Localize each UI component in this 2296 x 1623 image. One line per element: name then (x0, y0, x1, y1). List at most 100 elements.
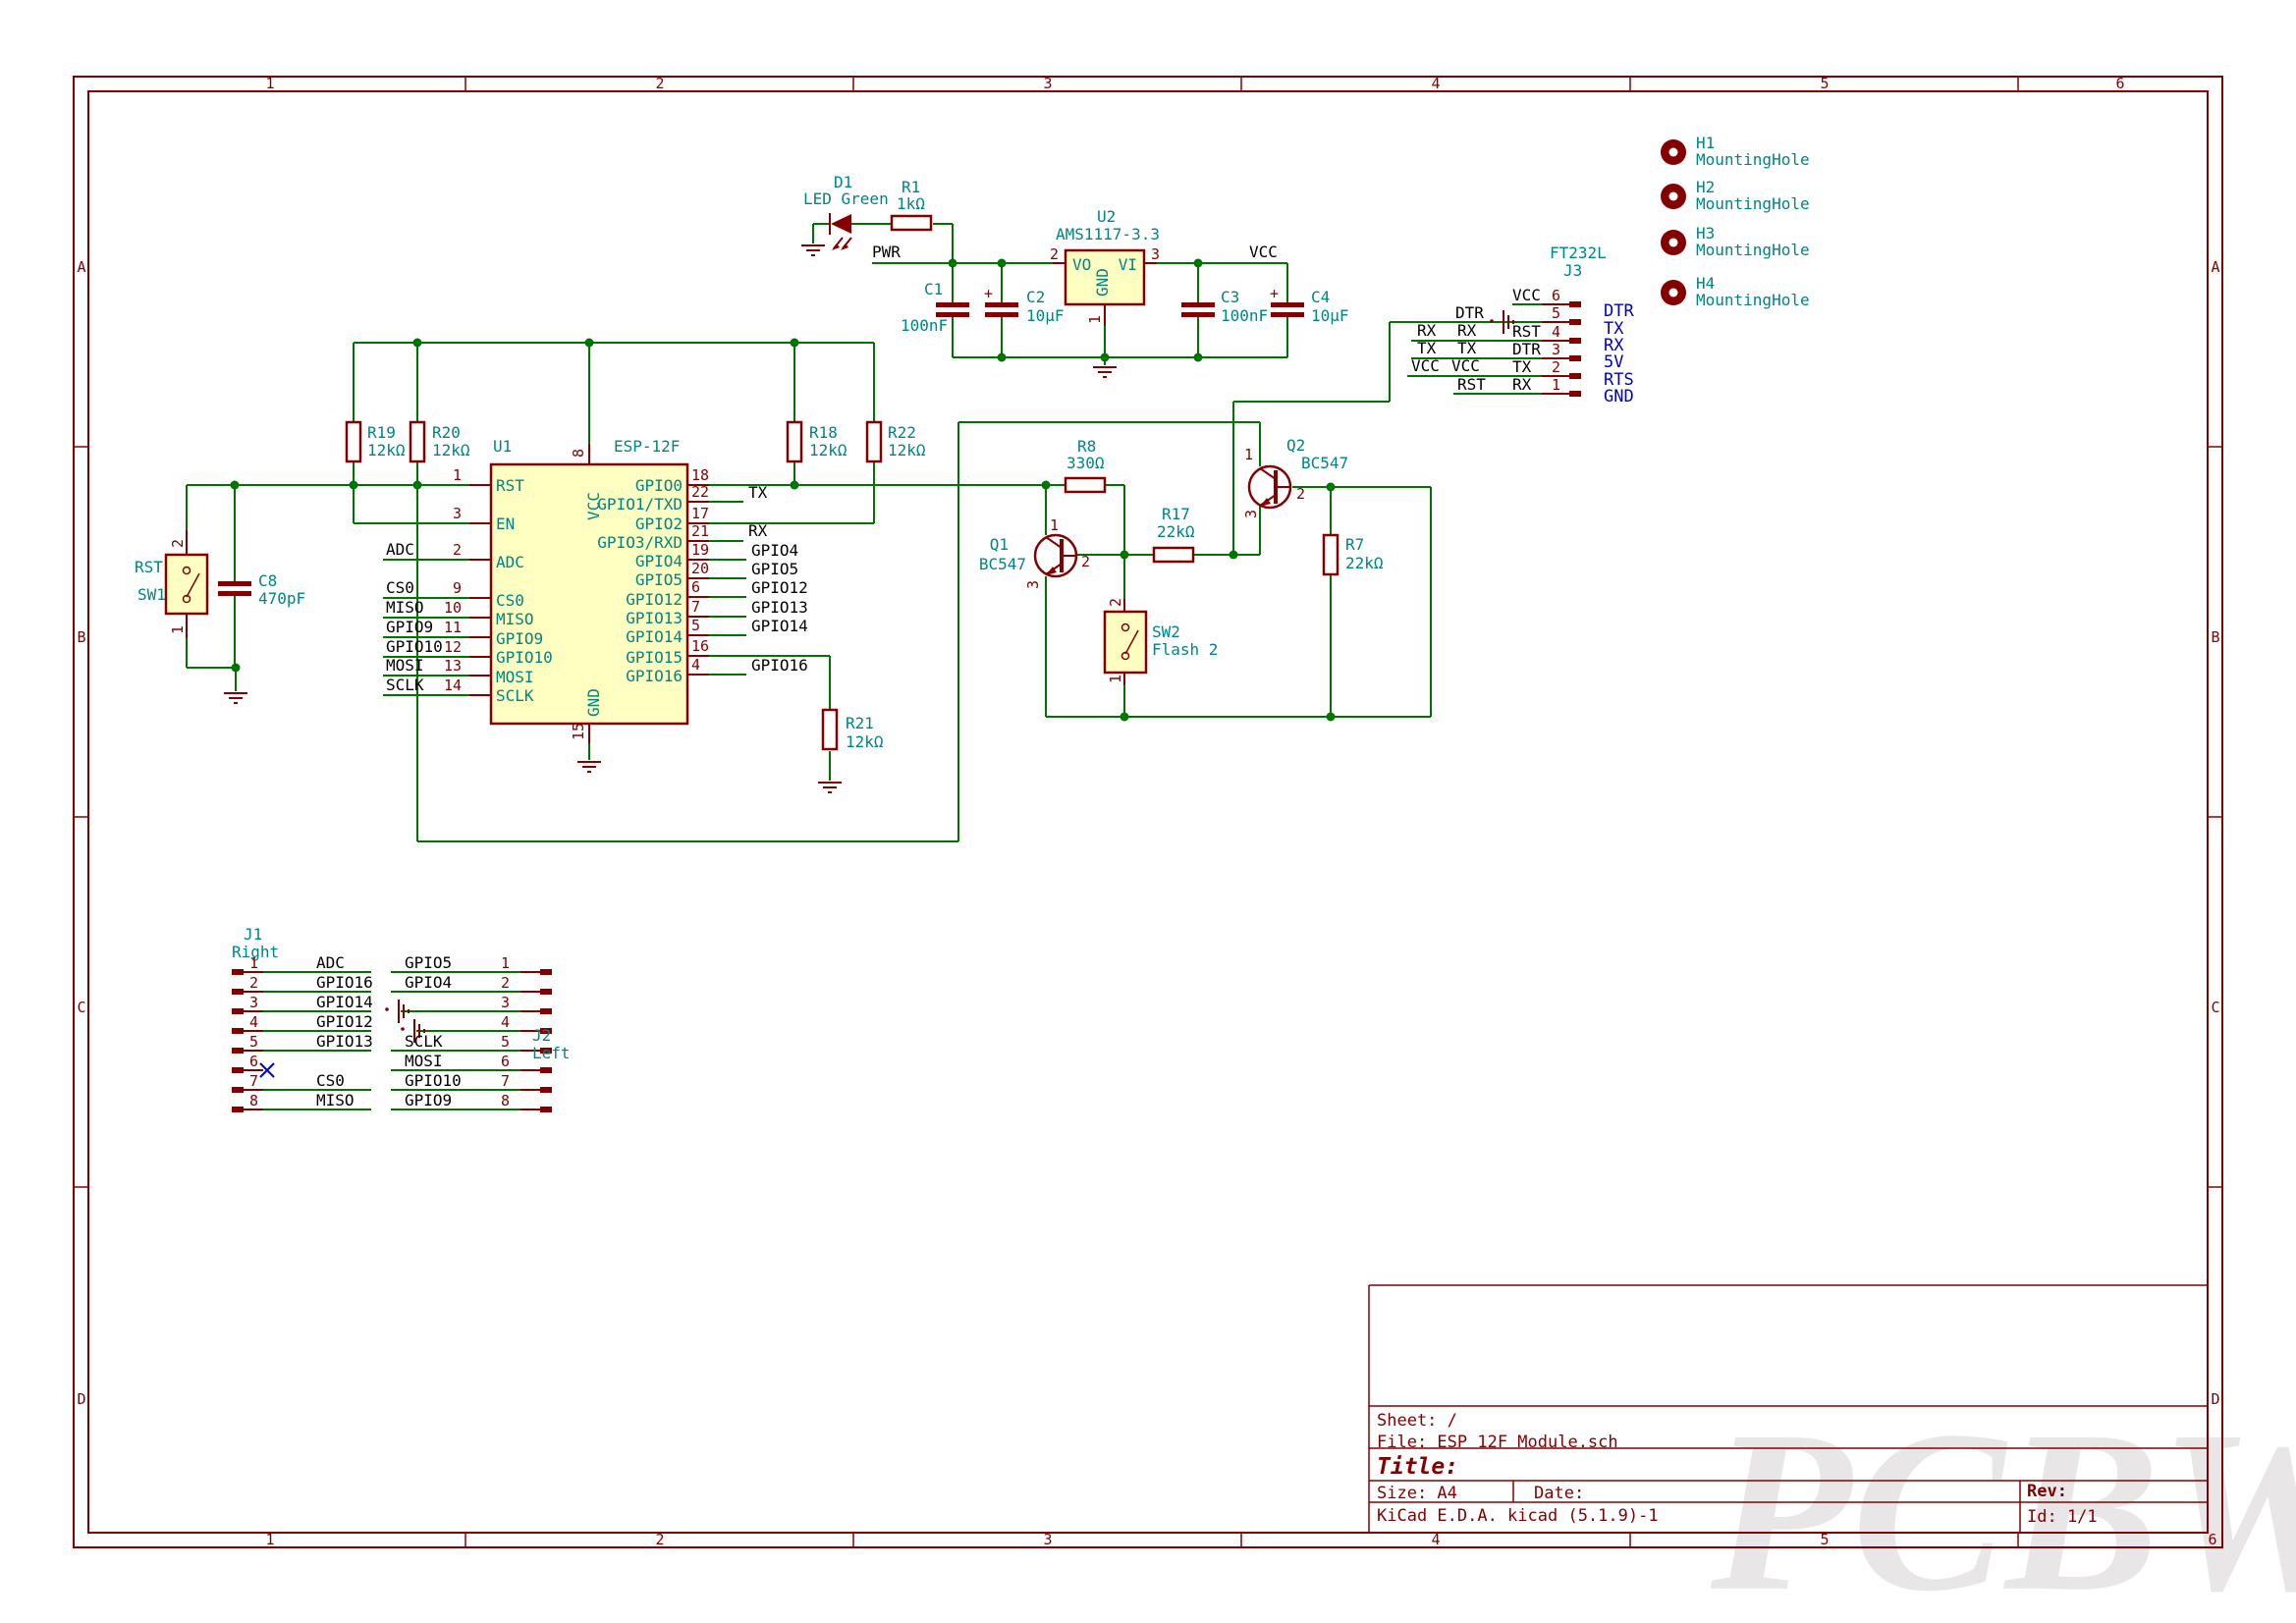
transistor-collector (1045, 536, 1063, 549)
connector-pin-end (540, 1048, 552, 1054)
schematic-text: GPIO14 (751, 617, 808, 635)
schematic-text: 2 (1081, 553, 1090, 570)
schematic-text: 3 (1552, 341, 1560, 358)
connector-pin-end (232, 1087, 244, 1093)
schematic-text: 470pF (258, 589, 305, 608)
schematic-text: BC547 (1301, 454, 1348, 472)
schematic-text: GPIO5 (405, 953, 452, 972)
wire-junction (1100, 352, 1110, 362)
switch-lever (186, 572, 200, 598)
schematic-text: GPIO13 (626, 609, 683, 627)
schematic-text: VO (1072, 255, 1091, 274)
schematic-text: R7 (1345, 535, 1364, 554)
schematic-text: GPIO10 (405, 1071, 462, 1090)
schematic-text: TX (1512, 357, 1532, 376)
transistor-base-bar (1060, 539, 1064, 572)
schematic-text: 3 (1151, 245, 1160, 263)
border-col-label: 2 (655, 1531, 664, 1548)
connector-pin-end (1569, 391, 1581, 397)
titleblock-sheet: Sheet: / (1377, 1411, 1457, 1431)
schematic-text: VCC (1512, 286, 1541, 304)
schematic-text: 1 (453, 466, 462, 484)
schematic-text: C2 (1026, 288, 1045, 306)
schematic-text: GPIO2 (635, 514, 683, 533)
schematic-text: 5V (1604, 352, 1623, 372)
schematic-text: 4 (501, 1013, 510, 1031)
schematic-text: 2 (1050, 245, 1059, 263)
schematic-text: 22kΩ (1157, 522, 1195, 541)
schematic-text: 2 (249, 974, 258, 992)
schematic-text: LED Green (803, 189, 889, 208)
schematic-text: C4 (1311, 288, 1330, 306)
schematic-text: C3 (1221, 288, 1239, 306)
wire-junction (412, 480, 422, 490)
schematic-text: 12kΩ (888, 441, 926, 460)
schematic-text: 9 (453, 579, 462, 597)
sheet-border-inner (87, 90, 2209, 1534)
schematic-text: DTR (1512, 340, 1541, 358)
schematic-text: 4 (1552, 323, 1560, 341)
connector-pin-end (232, 969, 244, 975)
gnd-symbol (413, 1019, 425, 1043)
schematic-text: C1 (924, 280, 943, 298)
led-arrow-tip (832, 243, 840, 250)
schematic-text: R19 (367, 423, 396, 442)
capacitor-C4 (1271, 302, 1304, 307)
schematic-text: 6 (249, 1053, 258, 1070)
schematic-text: GPIO5 (635, 570, 683, 589)
schematic-text: GND (1604, 387, 1634, 406)
schematic-text: 2 (1296, 485, 1305, 503)
capacitor-C1 (936, 312, 969, 317)
wire-junction (1229, 550, 1238, 560)
schematic-text: 1 (1244, 446, 1253, 463)
schematic-text: MOSI (386, 656, 424, 675)
schematic-text: 18 (691, 466, 709, 484)
schematic-text: 12kΩ (432, 441, 470, 460)
gnd-symbol (577, 761, 601, 773)
schematic-text: 5 (249, 1033, 258, 1051)
schematic-text: 11 (444, 619, 462, 636)
border-col-label: 4 (1431, 75, 1440, 92)
schematic-text: 1 (169, 625, 187, 634)
mounting-hole-type: MountingHole (1696, 194, 1810, 213)
schematic-text: MOSI (496, 668, 534, 686)
schematic-text: CS0 (496, 591, 524, 610)
schematic-text: 2 (1107, 598, 1124, 607)
connector-pin-end (232, 989, 244, 995)
mounting-hole-type: MountingHole (1696, 291, 1810, 309)
schematic-text: 21 (691, 522, 709, 540)
gnd-symbol (398, 1000, 410, 1023)
border-col-label: 6 (2115, 75, 2124, 92)
schematic-text: R22 (888, 423, 916, 442)
schematic-text: GND (584, 688, 603, 717)
schematic-text: GPIO5 (751, 560, 798, 578)
connector-pin-end (232, 1028, 244, 1034)
schematic-text: GPIO12 (626, 590, 683, 609)
schematic-text: BC547 (979, 555, 1026, 573)
wire-junction (790, 338, 799, 348)
connector-pin-end (540, 1087, 552, 1093)
schematic-text: Left (532, 1044, 571, 1062)
schematic-text: GPIO14 (626, 627, 683, 646)
border-col-label: 3 (1043, 1531, 1052, 1548)
border-row-label: B (2211, 628, 2219, 646)
schematic-text: R18 (809, 423, 838, 442)
schematic-text: GPIO9 (496, 629, 543, 648)
schematic-text: VCC (1411, 356, 1440, 375)
schematic-text: Flash 2 (1152, 640, 1218, 659)
wire-junction (997, 352, 1007, 362)
wire-junction (790, 480, 799, 490)
resistor-R1 (890, 214, 933, 232)
wire-junction (230, 480, 240, 490)
schematic-text: SW2 (1152, 622, 1180, 641)
switch-body-SW2 (1103, 610, 1148, 675)
schematic-text: VCC (1451, 356, 1480, 375)
schematic-text: 7 (691, 598, 700, 616)
schematic-text: VCC (1249, 243, 1278, 261)
schematic-text: GPIO10 (386, 637, 443, 656)
connector-pin-end (540, 1008, 552, 1014)
schematic-text: TX (1457, 339, 1477, 357)
symbol-dot (1490, 319, 1494, 323)
emitter-arrow (1260, 498, 1271, 507)
capacitor-C8 (218, 591, 251, 596)
